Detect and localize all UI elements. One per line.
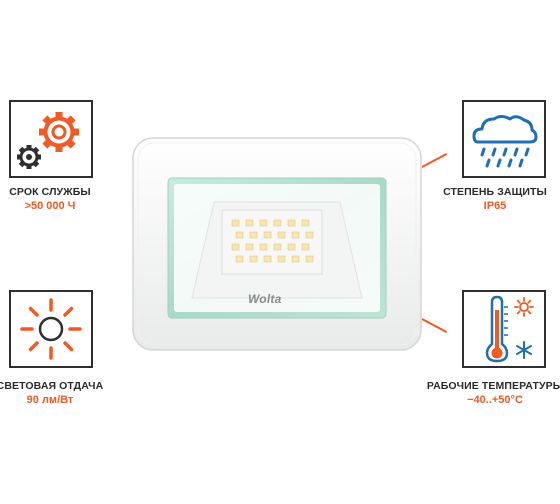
sun-icon (20, 298, 82, 360)
temperature-label: РАБОЧИЕ ТЕМПЕРАТУРЫ (426, 380, 560, 392)
led-chip (235, 231, 244, 239)
lifetime-label: СРОК СЛУЖБЫ (9, 186, 91, 198)
led-chip (291, 255, 300, 263)
led-chip (263, 231, 272, 239)
protection-label: СТЕПЕНЬ ЗАЩИТЫ (443, 186, 547, 198)
led-chip (287, 243, 296, 251)
led-chip (245, 219, 254, 227)
efficacy-icon-box (9, 290, 93, 368)
efficacy-label: СВЕТОВАЯ ОТДАЧА (0, 380, 104, 392)
led-chip (287, 219, 296, 227)
thermometer-icon (485, 295, 534, 363)
led-chip (263, 255, 272, 263)
lifetime-icon-box (9, 100, 93, 178)
brand-logo: Wolta (248, 292, 282, 306)
protection-icon-box (462, 100, 546, 178)
led-chip (301, 219, 310, 227)
led-chip (259, 219, 268, 227)
lifetime-value: >50 000 Ч (24, 200, 76, 212)
floodlight-image: Wolta (130, 134, 426, 354)
protection-value: IP65 (483, 200, 507, 212)
led-chip (249, 231, 258, 239)
gears-icon (17, 112, 79, 169)
led-chip (305, 255, 314, 263)
led-chip (259, 243, 268, 251)
led-chip (273, 219, 282, 227)
led-chip (245, 243, 254, 251)
led-chip (249, 255, 258, 263)
led-chip (273, 243, 282, 251)
led-chip (235, 255, 244, 263)
led-chip (277, 231, 286, 239)
efficacy-value: 90 лм/Вт (26, 394, 74, 406)
led-chip (231, 219, 240, 227)
led-chip (291, 231, 300, 239)
temperature-value: −40..+50°C (467, 394, 523, 406)
temperature-icon-box (462, 290, 546, 368)
led-chip (231, 243, 240, 251)
led-chip (277, 255, 286, 263)
led-chip (301, 243, 310, 251)
rain-cloud-icon (472, 115, 538, 168)
led-chip (305, 231, 314, 239)
